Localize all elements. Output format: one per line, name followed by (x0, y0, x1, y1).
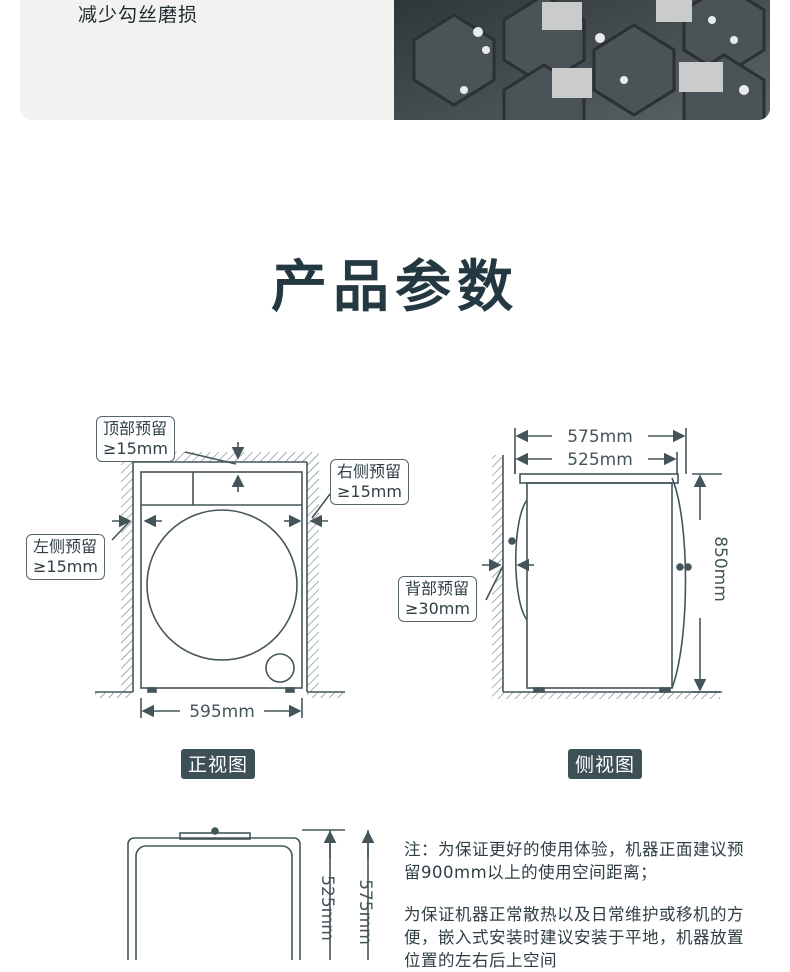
feature-text: 减少勾丝磨损 (78, 4, 199, 26)
honeycomb-drum-image (394, 0, 770, 120)
feature-card: 减少勾丝磨损 (20, 0, 770, 120)
top-view (127, 827, 375, 960)
front-view (95, 442, 345, 718)
back-clearance-callout: 背部预留 ≥30mm (398, 576, 477, 622)
right-clearance-callout: 右侧预留 ≥15mm (330, 459, 409, 505)
front-width-value: 595mm (189, 702, 255, 722)
top-depth-body-value: 525mm (317, 875, 337, 941)
left-clearance-callout: 左侧预留 ≥15mm (26, 534, 105, 580)
side-view-label: 侧视图 (568, 749, 643, 779)
side-height-value: 850mm (710, 536, 730, 602)
installation-note: 为保证机器正常散热以及日常维护或移机的方便，嵌入式安装时建议安装于平地，机器放置… (404, 905, 744, 970)
drum-texture-photo (394, 0, 770, 120)
side-depth-total-value: 575mm (567, 427, 633, 447)
top-clearance-callout: 顶部预留 ≥15mm (96, 416, 175, 462)
usage-space-note: 注：为保证更好的使用体验，机器正面建议预留900mm以上的使用空间距离； (404, 840, 744, 882)
top-depth-total-value: 575mm (355, 879, 375, 945)
side-depth-body-value: 525mm (567, 450, 633, 470)
section-title: 产品参数 (271, 255, 519, 320)
front-view-label: 正视图 (181, 749, 256, 779)
side-view (482, 428, 722, 699)
